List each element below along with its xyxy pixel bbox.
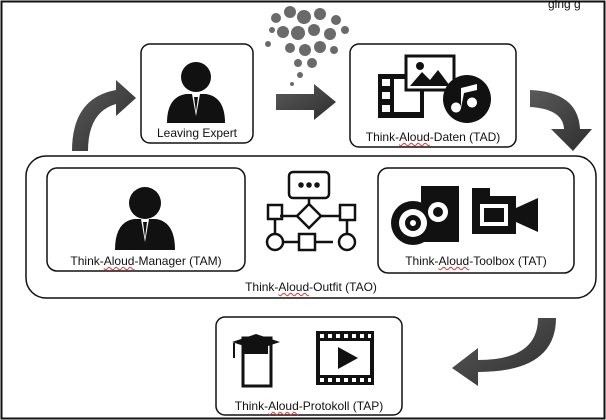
leaving-expert-label: Leaving Expert [156,126,238,140]
title-fragment: ging g [548,0,581,11]
graduation-book-icon [232,334,280,388]
knowledge-cloud-icon [265,6,349,86]
flowchart-icon [265,170,357,252]
curved-arrow-down-left [452,318,556,386]
arrow-right-top [276,84,336,120]
tat-label: Think-Aloud-Toolbox (TAT) [405,254,547,268]
person-icon [115,187,175,250]
video-icon [316,331,374,385]
camera-icon [472,188,538,234]
cd-gear-icon [391,186,459,245]
curved-arrow-up [72,80,136,151]
tam-label: Think-Aloud-Manager (TAM) [70,254,222,268]
tad-label: Think-Aloud-Daten (TAD) [365,130,501,144]
tap-label: Think-Aloud-Protokoll (TAP) [234,399,384,413]
curved-arrow-down [530,90,592,151]
media-icon [378,54,491,123]
tao-label: Think-Aloud-Outfit (TAO) [245,280,377,294]
person-icon [167,62,225,123]
